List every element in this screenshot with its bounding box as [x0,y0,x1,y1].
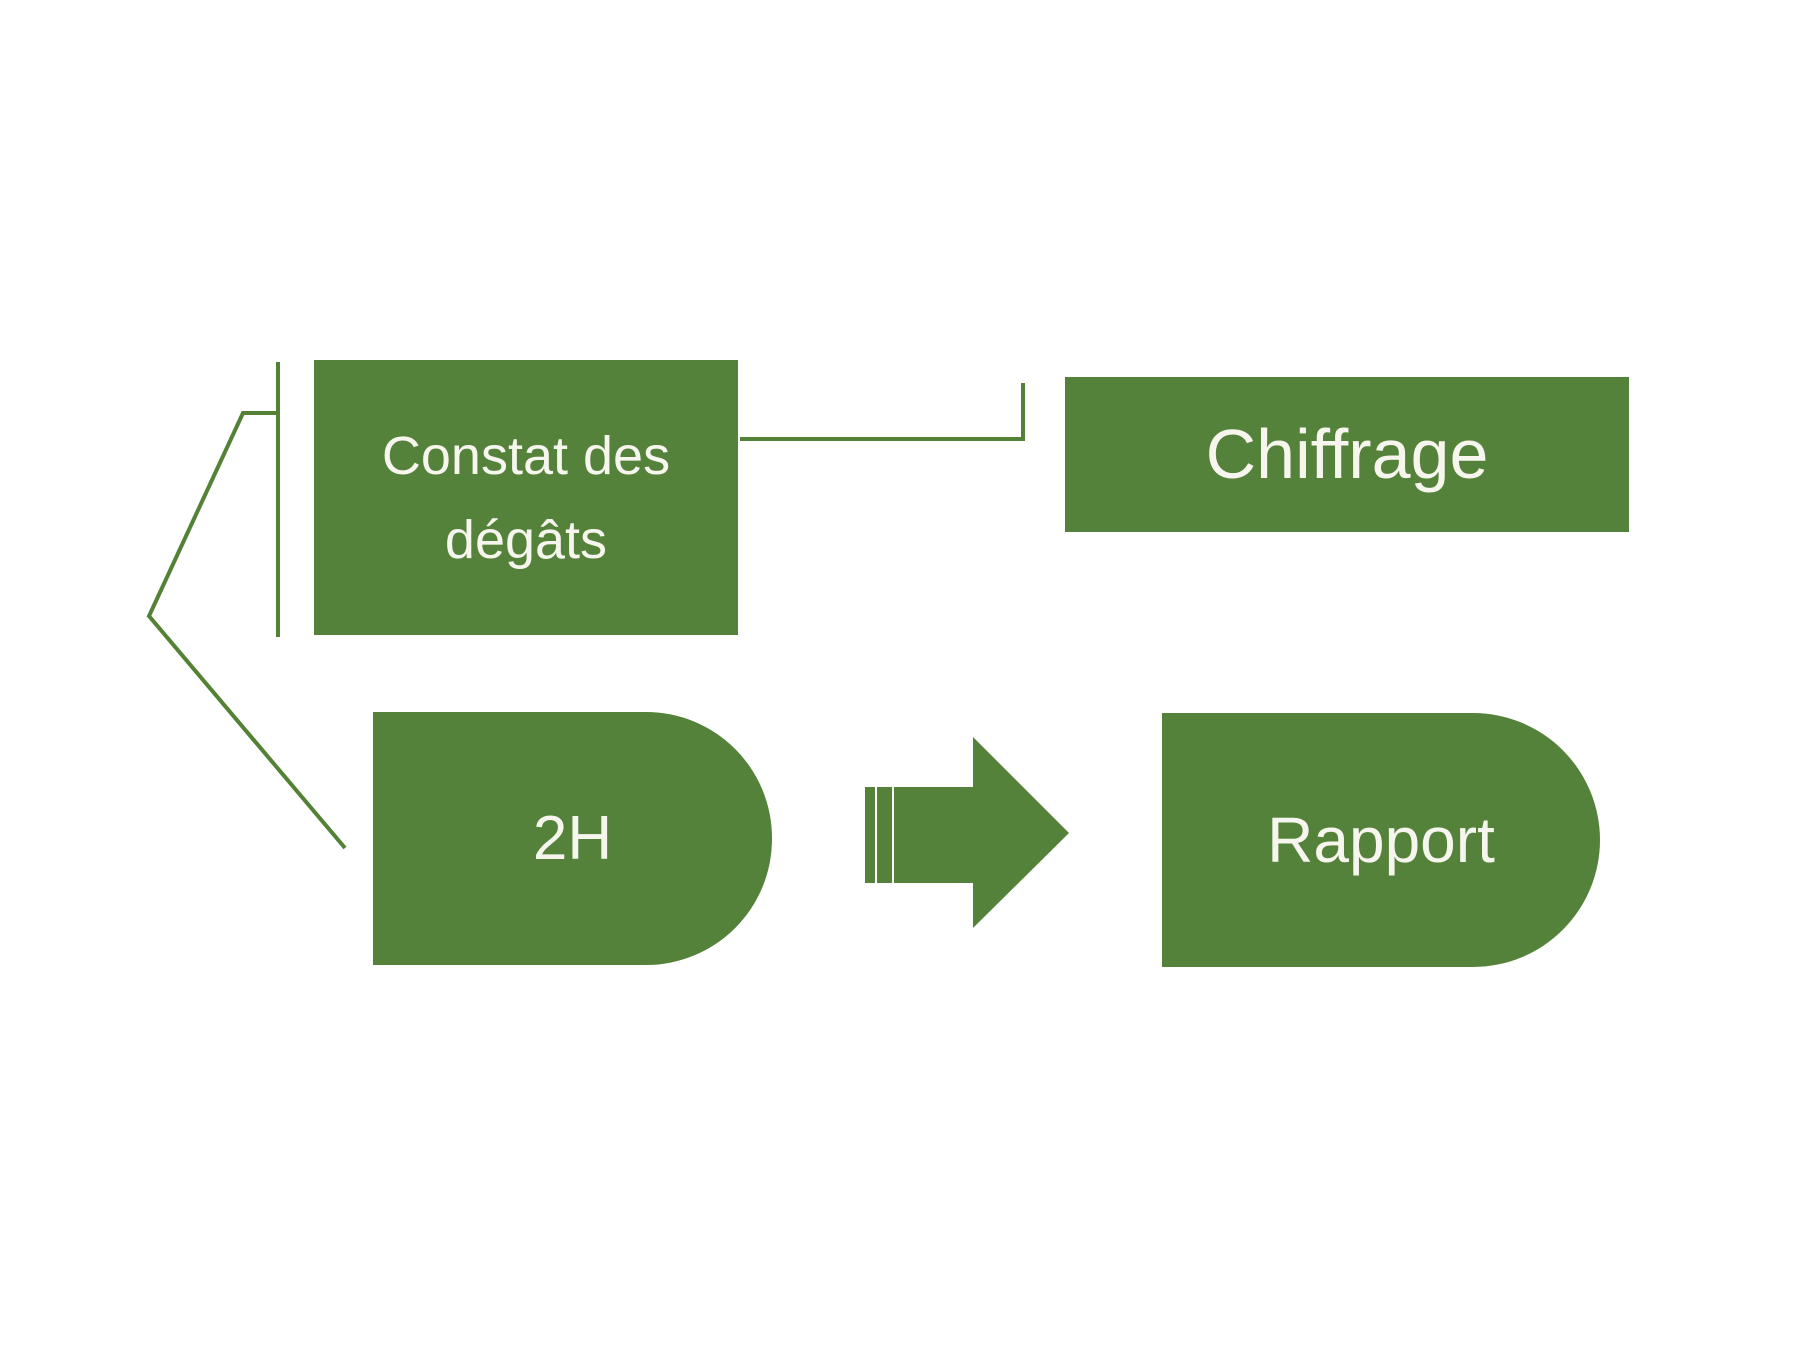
elbow-connector [740,383,1025,441]
angle-connector [146,411,347,850]
node-chiffrage: Chiffrage [1065,377,1629,532]
node-rapport-label: Rapport [1267,804,1495,876]
striped-right-arrow-icon [865,737,1069,928]
arrow-stripe-1 [865,787,875,883]
node-constat-des-degats: Constat des dégâts [314,360,738,635]
arrow-stripe-2 [877,787,892,883]
node-constat-label: Constat des dégâts [381,425,671,570]
node-delay-rapport: Rapport [1162,713,1600,967]
arrow-body [894,737,1069,928]
node-2h-label: 2H [532,804,613,873]
node-delay-2h: 2H [373,712,772,965]
node-chiffrage-label: Chiffrage [1205,415,1489,493]
